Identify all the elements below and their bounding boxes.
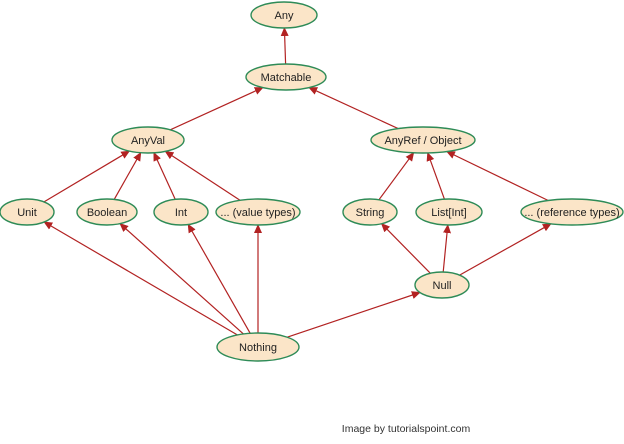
node-reftypes-shape xyxy=(520,198,624,226)
node-int-label: Int xyxy=(175,207,187,219)
node-unit-shape xyxy=(0,198,55,226)
node-string-label: String xyxy=(356,207,385,219)
node-any-label: Any xyxy=(275,10,294,22)
node-anyref: AnyRef / Object xyxy=(370,126,476,154)
node-anyval-shape xyxy=(111,126,185,154)
node-valuetypes-label: ... (value types) xyxy=(220,207,295,219)
edge-null-to-listint xyxy=(442,224,452,273)
node-listint-shape xyxy=(415,198,483,226)
edge-unit-to-anyval xyxy=(43,150,131,203)
node-matchable-label: Matchable xyxy=(261,72,312,84)
edge-matchable-to-any xyxy=(280,27,289,65)
node-anyval: AnyVal xyxy=(111,126,185,154)
node-int: Int xyxy=(153,198,209,226)
node-unit-label: Unit xyxy=(17,207,37,219)
node-null-label: Null xyxy=(433,280,452,292)
edge-nothing-to-int xyxy=(187,223,251,334)
node-unit: Unit xyxy=(0,198,55,226)
edge-nothing-to-unit xyxy=(43,221,238,336)
node-anyval-label: AnyVal xyxy=(131,135,165,147)
node-listint: List[Int] xyxy=(415,198,483,226)
node-any: Any xyxy=(250,1,318,29)
node-anyref-shape xyxy=(370,126,476,154)
node-nothing-label: Nothing xyxy=(239,342,277,354)
node-reftypes: ... (reference types) xyxy=(520,198,624,226)
edge-nothing-to-null xyxy=(287,291,421,338)
node-any-shape xyxy=(250,1,318,29)
node-reftypes-label: ... (reference types) xyxy=(524,207,619,219)
node-boolean: Boolean xyxy=(76,198,138,226)
node-string: String xyxy=(342,198,398,226)
edge-nothing-to-boolean xyxy=(119,223,244,335)
node-valuetypes-shape xyxy=(215,198,301,226)
edge-boolean-to-anyval xyxy=(113,151,142,200)
node-matchable: Matchable xyxy=(245,63,327,91)
node-nothing: Nothing xyxy=(216,332,300,362)
edge-listint-to-anyref xyxy=(426,151,445,200)
image-credit: Image by tutorialspoint.com xyxy=(342,423,471,435)
node-matchable-shape xyxy=(245,63,327,91)
edge-anyval-to-matchable xyxy=(170,87,264,131)
node-string-shape xyxy=(342,198,398,226)
edge-string-to-anyref xyxy=(378,151,415,201)
node-anyref-label: AnyRef / Object xyxy=(384,135,461,147)
node-listint-label: List[Int] xyxy=(431,207,466,219)
node-null: Null xyxy=(414,271,470,299)
edge-int-to-anyval xyxy=(153,151,176,200)
edge-reftypes-to-anyref xyxy=(445,150,549,202)
node-boolean-label: Boolean xyxy=(87,207,127,219)
node-valuetypes: ... (value types) xyxy=(215,198,301,226)
edge-null-to-string xyxy=(380,222,431,274)
edge-valuetypes-to-anyval xyxy=(164,150,241,201)
node-int-shape xyxy=(153,198,209,226)
edge-null-to-reftypes xyxy=(459,223,552,276)
node-null-shape xyxy=(414,271,470,299)
edge-anyref-to-matchable xyxy=(308,87,399,130)
node-boolean-shape xyxy=(76,198,138,226)
edges-layer xyxy=(43,27,552,338)
node-nothing-shape xyxy=(216,332,300,362)
